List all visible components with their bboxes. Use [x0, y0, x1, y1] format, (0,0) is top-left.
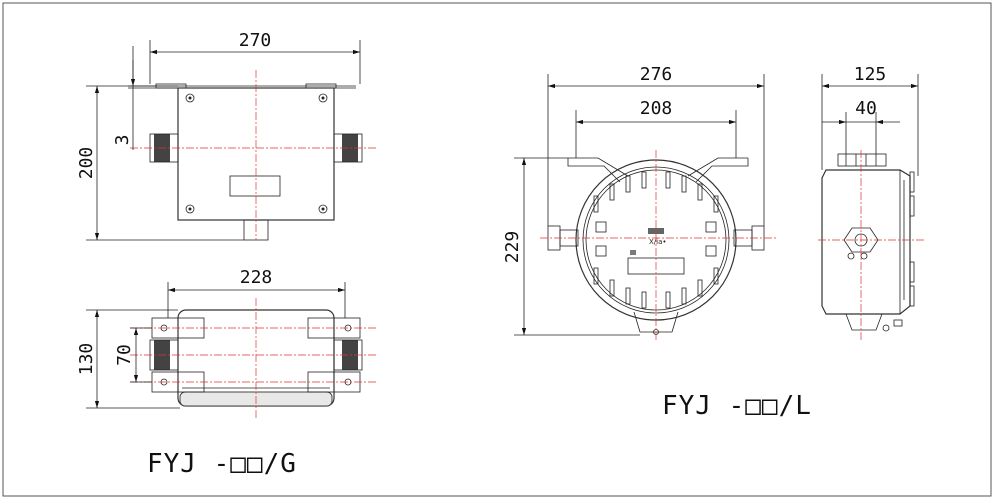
dim-front-height: 229 [502, 231, 523, 264]
dim-top-height: 200 [76, 147, 97, 180]
dim-front-width: 276 [640, 64, 673, 85]
view-l-side: 125 40 [818, 64, 924, 340]
dim-side-inner: 40 [855, 98, 877, 119]
dim-top-offset: 3 [112, 135, 133, 146]
view-l-front: X/ia• 276 208 229 [502, 64, 776, 340]
dim-side-width: 125 [854, 64, 887, 85]
view-g-side: 228 130 70 [76, 267, 376, 418]
model-label-l: FYJ -□□/L [662, 391, 812, 421]
dim-bottom-width: 228 [240, 267, 273, 288]
dim-front-inner: 208 [640, 98, 673, 119]
view-g-top: 270 200 3 [76, 30, 376, 241]
model-label-g: FYJ -□□/G [147, 449, 297, 479]
nameplate-text: X/ia• [649, 238, 667, 246]
dim-top-width: 270 [239, 30, 272, 51]
dim-bottom-inner: 70 [114, 344, 135, 366]
dim-bottom-height: 130 [76, 343, 97, 376]
